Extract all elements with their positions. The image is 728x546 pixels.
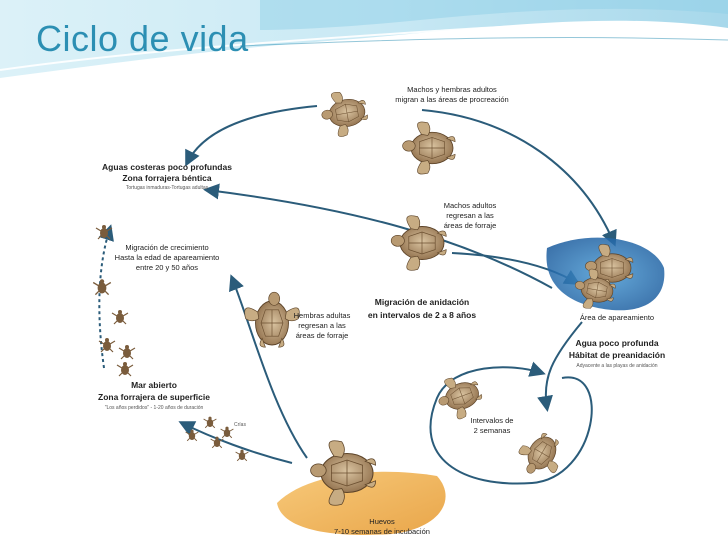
label-shallow-1: Agua poco profunda [575,338,658,348]
label-coastal-1: Aguas costeras poco profundas [102,162,232,172]
label-males-females-2: migran a las áreas de procreación [395,95,508,104]
label-open-sea-sub: "Los años perdidos" - 1-20 años de durac… [105,405,204,411]
juvenile-turtle-icon-3 [111,309,129,325]
label-nesting-migration-2: en intervalos de 2 a 8 años [368,310,476,320]
label-growth-2: Hasta la edad de apareamiento [115,253,220,262]
hatchling-icon-3 [210,436,224,449]
nesting-cycle-loop [429,361,593,485]
header-wave-decoration [0,0,728,78]
label-nesting-migration-1: Migración de anidación [375,297,469,307]
label-growth-3: entre 20 y 50 años [136,263,198,272]
nesting-cycle-right [537,321,583,412]
label-shallow-sub: Adyacente a las playas de anidación [576,363,657,369]
label-males-return-1: Machos adultos [444,201,497,210]
label-coastal-sub: Tortugas inmaduras-Tortugas adultas [126,185,209,191]
label-males-females-1: Machos y hembras adultos [407,85,497,94]
label-eggs-2: 7-10 semanas de incubación [334,527,430,536]
label-males-return-3: áreas de forraje [444,221,497,230]
label-mating-area: Área de apareamiento [580,313,654,322]
label-females-return-3: áreas de forraje [296,331,349,340]
label-coastal-2: Zona forrajera béntica [122,173,212,183]
label-open-sea-2: Zona forrajera de superficie [98,392,210,402]
hatchling-icon-4 [235,449,249,462]
outer-cycle-arrow-right [421,109,617,247]
label-hatchlings: Crías [234,422,246,428]
label-growth-1: Migración de crecimiento [125,243,208,252]
nesting-beach-sand [277,471,446,535]
juvenile-turtle-icon-5 [118,344,136,360]
label-eggs-1: Huevos [369,517,395,526]
label-females-return-2: regresan a las [298,321,346,330]
juvenile-turtle-icon-2 [92,278,112,296]
hatchling-icon-1 [203,416,217,429]
label-shallow-2: Hábitat de preanidación [569,350,665,360]
hatchling-icon-2 [185,429,199,442]
hatchlings-to-sea-arrow [178,421,293,464]
returning-male-turtle-icon [390,215,447,271]
internesting-turtle-icon-2 [511,425,570,485]
migrating-turtle-icon-2 [402,121,456,175]
hatchling-icon-5 [220,426,234,439]
juvenile-turtle-icon-6 [116,361,134,377]
migrating-turtle-icon-1 [317,87,371,140]
diagram-canvas: Machos y hembras adultos migran a las ár… [92,85,665,536]
growth-migration-arrow [98,224,114,369]
label-intervals-1: Intervalos de [471,416,514,425]
outer-cycle-arrow-top [185,105,318,167]
slide-title: Ciclo de vida [36,18,249,59]
juvenile-turtle-icon-1 [95,224,113,240]
label-females-return-1: Hembras adultas [294,311,351,320]
males-return-arrow [203,183,553,289]
label-intervals-2: 2 semanas [474,426,511,435]
label-males-return-2: regresan a las [446,211,494,220]
females-return-arrow [229,274,308,459]
label-open-sea-1: Mar abierto [131,380,177,390]
life-cycle-diagram: Machos y hembras adultos migran a las ár… [92,78,666,540]
